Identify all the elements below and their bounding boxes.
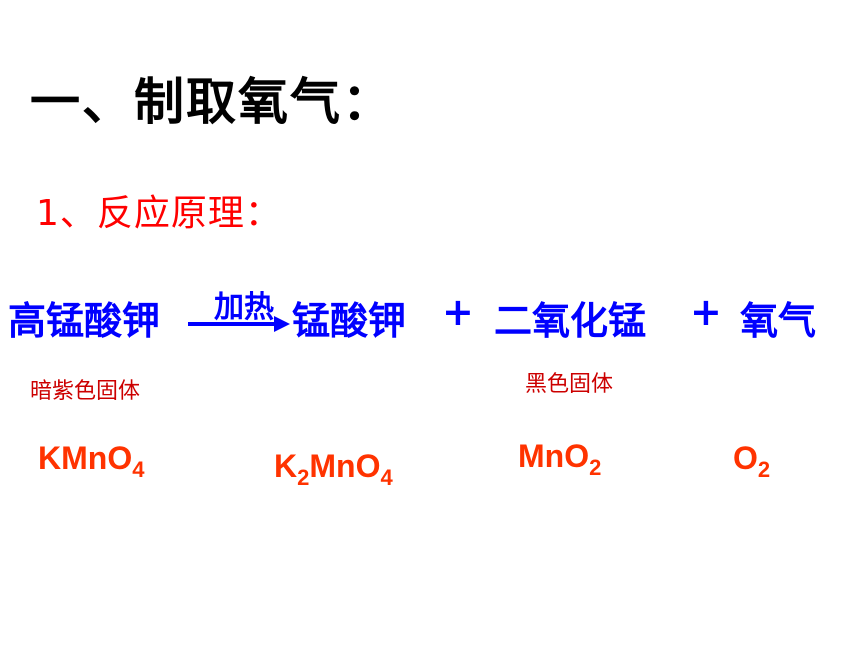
product-potassium-manganate: 锰酸钾 bbox=[292, 299, 407, 343]
formula-o2: O2 bbox=[733, 440, 770, 482]
formula-text: MnO bbox=[309, 448, 381, 484]
plus-sign: + bbox=[690, 290, 722, 334]
formula-k2mno4: K2MnO4 bbox=[274, 448, 393, 490]
formula-text: O bbox=[733, 440, 758, 476]
formula-subscript: 2 bbox=[589, 455, 602, 480]
formula-subscript: 2 bbox=[757, 457, 771, 482]
formula-kmno4: KMnO4 bbox=[38, 440, 144, 482]
page-title: 一、制取氧气： bbox=[30, 73, 394, 131]
section-heading: 1、反应原理： bbox=[36, 193, 282, 234]
formula-text: KMnO bbox=[38, 440, 133, 476]
formula-text: K bbox=[274, 448, 298, 484]
reaction-condition: 加热 bbox=[214, 290, 274, 325]
product-manganese-dioxide: 二氧化锰 bbox=[494, 299, 647, 343]
formula-subscript: 2 bbox=[297, 465, 310, 490]
formula-subscript: 4 bbox=[380, 465, 393, 490]
reactant-name: 高锰酸钾 bbox=[8, 299, 161, 343]
reaction-arrow-icon bbox=[188, 316, 290, 332]
product-oxygen: 氧气 bbox=[740, 299, 817, 343]
formula-mno2: MnO2 bbox=[518, 438, 601, 480]
mno2-appearance-note: 黑色固体 bbox=[525, 372, 614, 397]
plus-sign: + bbox=[442, 290, 474, 334]
reactant-appearance-note: 暗紫色固体 bbox=[30, 379, 141, 404]
formula-subscript: 4 bbox=[132, 457, 145, 482]
formula-text: MnO bbox=[518, 438, 590, 474]
